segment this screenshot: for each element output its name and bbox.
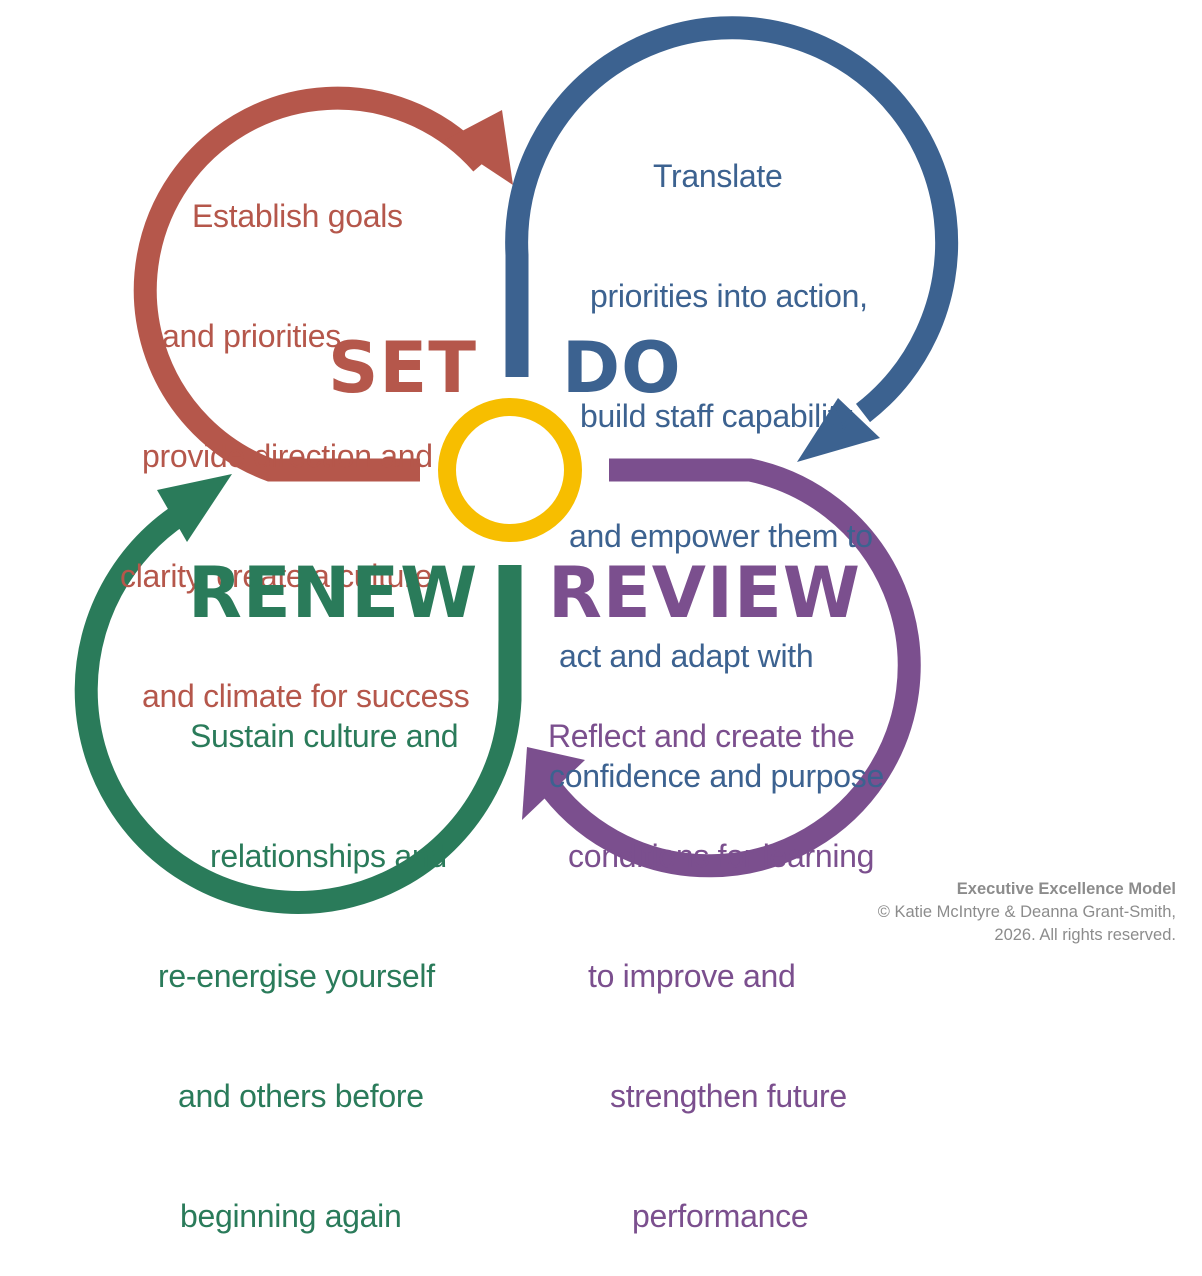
renew-line: beginning again xyxy=(180,1198,402,1234)
renew-line: Sustain culture and xyxy=(190,718,459,754)
renew-line: relationships and xyxy=(210,838,447,874)
do-description: Translate priorities into action, build … xyxy=(549,76,929,836)
review-line: performance xyxy=(632,1198,809,1234)
set-line: and climate for success xyxy=(142,678,470,714)
set-line: provide direction and xyxy=(142,438,433,474)
copyright-line: © Katie McIntyre & Deanna Grant-Smith, xyxy=(877,903,1176,921)
cycle-diagram xyxy=(74,16,959,914)
renew-arrowhead xyxy=(157,474,232,542)
model-name: Executive Excellence Model xyxy=(956,880,1176,898)
do-line: Translate xyxy=(653,158,783,194)
renew-line: and others before xyxy=(178,1078,424,1114)
do-line: build staff capability xyxy=(580,398,853,434)
review-label: REVIEW xyxy=(548,552,861,634)
review-description: Reflect and create the conditions for le… xyxy=(548,636,928,1276)
review-line: to improve and xyxy=(588,958,796,994)
do-line: act and adapt with xyxy=(559,638,814,674)
do-label: DO xyxy=(562,327,682,409)
review-line: Reflect and create the xyxy=(548,718,855,754)
review-line: strengthen future xyxy=(610,1078,847,1114)
renew-line: re-energise yourself xyxy=(158,958,435,994)
review-loop-arc xyxy=(535,458,921,878)
copyright-year: 2026. All rights reserved. xyxy=(994,926,1176,944)
set-line: Establish goals xyxy=(192,198,403,234)
set-arrowhead xyxy=(445,110,513,185)
center-ring xyxy=(438,398,582,542)
review-line: conditions for learning xyxy=(568,838,875,874)
do-arrowhead xyxy=(797,398,880,462)
set-label: SET xyxy=(328,327,477,409)
set-line: and priorities, xyxy=(162,318,350,354)
do-line: confidence and purpose xyxy=(549,758,884,794)
do-line: priorities into action, xyxy=(590,278,868,314)
renew-label: RENEW xyxy=(188,552,479,634)
renew-description: Sustain culture and relationships and re… xyxy=(158,636,498,1276)
set-loop-arc xyxy=(133,86,491,482)
do-line: and empower them to xyxy=(569,518,873,554)
do-loop-arc xyxy=(505,16,959,423)
set-line: clarity, create a culture xyxy=(120,558,433,594)
set-description: Establish goals and priorities, provide … xyxy=(120,116,500,756)
review-arrowhead xyxy=(522,747,585,820)
copyright-notice: Executive Excellence Model © Katie McInt… xyxy=(878,878,1176,947)
renew-loop-arc xyxy=(74,497,522,914)
